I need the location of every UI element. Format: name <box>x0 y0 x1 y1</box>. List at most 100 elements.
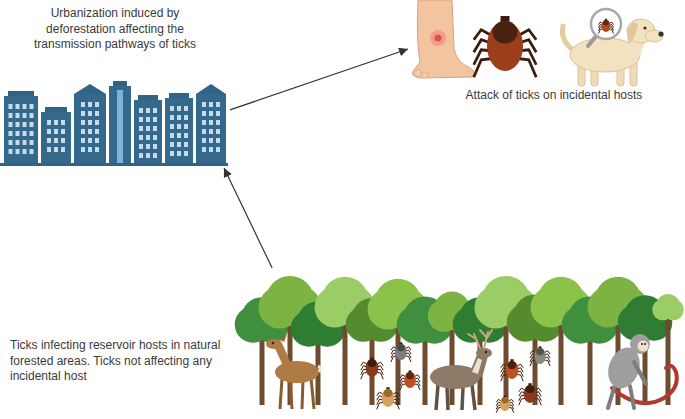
tick-part <box>393 403 400 410</box>
building-part <box>139 144 143 149</box>
deer-part <box>275 361 319 383</box>
building-part <box>81 120 85 125</box>
building-part <box>61 147 65 152</box>
tick-part <box>397 344 405 351</box>
tick-part <box>414 384 420 390</box>
building-part <box>138 95 158 100</box>
forest <box>235 276 684 413</box>
forest-group: Ticks infecting reservoir hosts in natur… <box>5 268 683 419</box>
building-part <box>209 120 213 125</box>
building-part <box>170 124 174 129</box>
tree-part <box>656 294 680 318</box>
tick <box>361 357 384 379</box>
tick-part <box>536 348 544 355</box>
building-part <box>88 138 92 143</box>
building-part <box>139 117 143 122</box>
building-part <box>209 129 213 134</box>
building-part <box>202 120 206 125</box>
deer-part <box>280 378 282 409</box>
building-part <box>54 129 58 134</box>
reindeer-part <box>472 358 482 374</box>
monkey-part <box>608 385 615 408</box>
building-part <box>216 102 220 107</box>
tick-part <box>509 408 514 413</box>
building-part <box>88 129 92 134</box>
building-part <box>216 138 220 143</box>
reindeer-part <box>436 385 438 410</box>
building-part <box>54 120 58 125</box>
building-part <box>184 124 188 129</box>
building-part <box>9 140 13 145</box>
tick <box>474 16 537 77</box>
building-part <box>139 108 143 113</box>
building-part <box>216 111 220 116</box>
building-part <box>177 124 181 129</box>
dog-part <box>588 36 596 46</box>
tick-part <box>368 359 377 367</box>
tick-part <box>517 375 524 382</box>
building-part <box>61 138 65 143</box>
human-foot-part <box>415 70 421 76</box>
building-part <box>74 84 106 94</box>
hosts-group: Attack of ticks on incidental hosts <box>408 0 678 114</box>
monkey-part <box>630 334 650 354</box>
building-part <box>16 122 20 127</box>
building <box>4 91 38 163</box>
building-part <box>216 120 220 125</box>
building-part <box>184 106 188 111</box>
tick-part <box>519 399 526 406</box>
building-part <box>209 138 213 143</box>
node-label: Urbanization induced by deforestation af… <box>22 6 208 53</box>
monkey-part <box>644 343 646 345</box>
building-part <box>30 131 34 136</box>
building-part <box>81 102 85 107</box>
arrow-connector <box>230 49 408 110</box>
tick-part <box>382 389 395 407</box>
tick-part <box>530 360 536 366</box>
building-part <box>30 122 34 127</box>
building-part <box>153 126 157 131</box>
deer-part <box>272 342 274 344</box>
building-part <box>209 147 213 152</box>
building-part <box>170 133 174 138</box>
tick-part <box>524 385 537 403</box>
deer-part <box>280 334 287 342</box>
building-part <box>146 144 150 149</box>
building-part <box>202 138 206 143</box>
building-part <box>113 81 127 86</box>
tick-part <box>366 359 379 377</box>
building-part <box>170 151 174 156</box>
monkey-part <box>634 362 646 384</box>
building-part <box>169 93 189 98</box>
building-part <box>177 142 181 147</box>
reindeer-part <box>485 351 487 353</box>
building-part <box>209 111 213 116</box>
tick-part <box>405 356 411 362</box>
building-part <box>95 129 99 134</box>
human-foot <box>412 0 474 78</box>
tick-part <box>502 397 509 403</box>
tick-part <box>602 20 611 32</box>
tick <box>496 396 514 413</box>
building-part <box>202 111 206 116</box>
tick-part <box>599 29 604 34</box>
building-part <box>216 147 220 152</box>
building-part <box>196 94 226 163</box>
building-part <box>54 138 58 143</box>
building <box>41 107 71 163</box>
tick-part <box>391 356 397 362</box>
building-part <box>9 122 13 127</box>
arrow-connector <box>224 168 272 268</box>
dog <box>562 9 663 86</box>
building-part <box>202 102 206 107</box>
dog-part <box>645 30 663 42</box>
deer-part <box>318 366 320 372</box>
tick-part <box>603 20 609 25</box>
building-part <box>146 108 150 113</box>
deer-part <box>290 380 292 409</box>
building-part <box>9 149 13 154</box>
building-part <box>74 94 106 163</box>
monkey <box>603 334 677 408</box>
building-part <box>177 115 181 120</box>
